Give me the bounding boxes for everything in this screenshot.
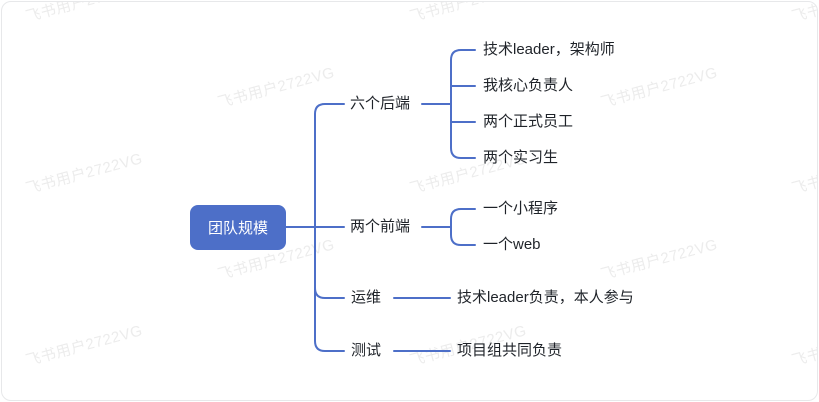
edge-frontend-bracket — [450, 208, 476, 246]
leaf-node-web[interactable]: 一个web — [483, 236, 541, 253]
edge-trunk — [314, 103, 345, 352]
root-node-team-size[interactable]: 团队规模 — [190, 205, 286, 250]
branch-node-test[interactable]: 测试 — [351, 342, 382, 359]
leaf-node-test-owner[interactable]: 项目组共同负责 — [457, 342, 563, 359]
branch-node-frontend[interactable]: 两个前端 — [350, 218, 411, 235]
leaf-node-two-full-time[interactable]: 两个正式员工 — [483, 113, 574, 130]
edge-ops-elbow — [314, 287, 345, 299]
leaf-node-mini-program[interactable]: 一个小程序 — [483, 200, 559, 217]
edge-backend-bracket — [450, 49, 476, 159]
leaf-node-ops-owner[interactable]: 技术leader负责，本人参与 — [457, 289, 634, 306]
branch-node-backend[interactable]: 六个后端 — [350, 95, 411, 112]
branch-node-ops[interactable]: 运维 — [351, 289, 382, 306]
leaf-node-me-core-owner[interactable]: 我核心负责人 — [483, 77, 574, 94]
leaf-node-tech-leader-architect[interactable]: 技术leader，架构师 — [483, 41, 615, 58]
leaf-node-two-interns[interactable]: 两个实习生 — [483, 149, 559, 166]
